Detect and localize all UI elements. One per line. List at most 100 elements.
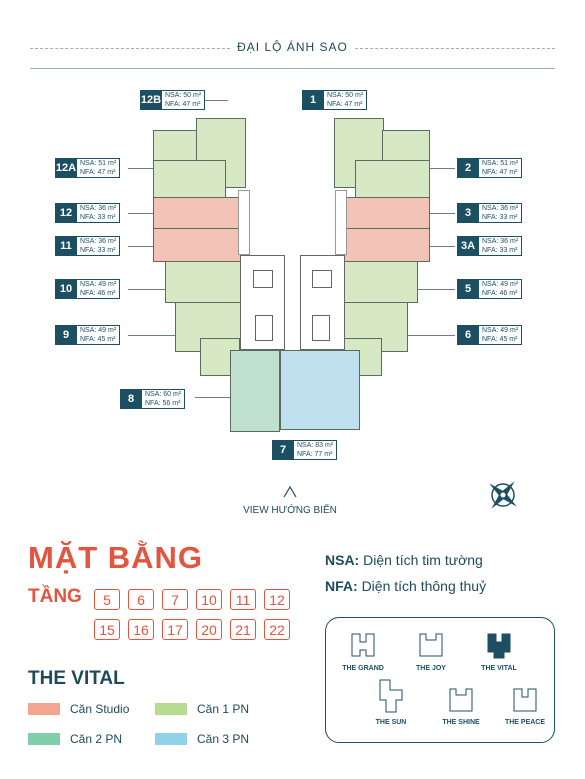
floor-badge[interactable]: 15 (94, 619, 120, 640)
unit-areas: NSA: 49 m² NFA: 45 m² (77, 325, 121, 345)
unit-number: 12B (140, 90, 162, 110)
unit-label-1[interactable]: 1 NSA: 50 m² NFA: 47 m² (302, 90, 368, 110)
street-dashed-line-left (30, 48, 230, 49)
unit-number: 9 (55, 325, 77, 345)
unit-nsa: NSA: 49 m² (80, 281, 117, 288)
legend-label: Căn 3 PN (197, 732, 250, 746)
leader-11 (128, 246, 153, 247)
building-the-peace-icon[interactable] (508, 683, 542, 717)
unit-nsa: NSA: 51 m² (80, 160, 117, 167)
street-label: ĐẠI LỘ ÁNH SAO (237, 40, 348, 54)
unit-number: 2 (457, 158, 479, 178)
unit-areas: NSA: 51 m² NFA: 47 m² (479, 158, 523, 178)
unit-label-2[interactable]: 2 NSA: 51 m² NFA: 47 m² (457, 158, 523, 178)
key-plan-label: THE JOY (416, 665, 446, 672)
elevator-right (312, 270, 332, 288)
floor-badge[interactable]: 16 (128, 619, 154, 640)
key-plan-label: THE SUN (375, 719, 407, 726)
building-the-grand-icon[interactable] (346, 628, 380, 662)
unit-number: 1 (302, 90, 324, 110)
key-plan-label: THE GRAND (342, 665, 384, 672)
unit-label-3[interactable]: 3 NSA: 36 m² NFA: 33 m² (457, 203, 523, 223)
definition-text: Diện tích thông thuỷ (361, 578, 487, 594)
leader-9 (128, 335, 175, 336)
unit-nsa: NSA: 36 m² (80, 205, 117, 212)
floor-badge[interactable]: 10 (196, 589, 222, 610)
unit-nsa: NSA: 36 m² (482, 205, 519, 212)
unit-nfa: NFA: 56 m² (145, 400, 181, 407)
legend-swatch-3pn (155, 733, 187, 745)
legend-label: Căn 2 PN (70, 732, 123, 746)
unit-nfa: NFA: 47 m² (327, 101, 363, 108)
unit-label-9[interactable]: 9 NSA: 49 m² NFA: 45 m² (55, 325, 121, 345)
unit-nfa: NFA: 33 m² (482, 214, 518, 221)
unit-nsa: NSA: 60 m² (145, 391, 182, 398)
unit-number: 3 (457, 203, 479, 223)
unit-11-area (153, 228, 241, 262)
unit-nsa: NSA: 36 m² (482, 238, 519, 245)
building-the-vital-icon[interactable] (482, 628, 516, 662)
view-arrow-icon (283, 485, 297, 498)
unit-10-area (165, 261, 241, 303)
unit-3-area (342, 197, 430, 229)
unit-nfa: NFA: 47 m² (165, 101, 201, 108)
unit-nfa: NFA: 77 m² (297, 451, 333, 458)
key-plan-label: THE SHINE (442, 719, 480, 726)
unit-nsa: NSA: 49 m² (80, 327, 117, 334)
unit-number: 3A (457, 236, 479, 256)
corridor-left (238, 190, 250, 255)
unit-nfa: NFA: 46 m² (80, 290, 116, 297)
unit-areas: NSA: 49 m² NFA: 46 m² (77, 279, 121, 299)
unit-nsa: NSA: 51 m² (482, 160, 519, 167)
building-the-shine-icon[interactable] (444, 683, 478, 717)
floor-badge[interactable]: 12 (264, 589, 290, 610)
floor-badge[interactable]: 21 (230, 619, 256, 640)
leader-8 (195, 397, 230, 398)
floor-badge[interactable]: 5 (94, 589, 120, 610)
unit-number: 12A (55, 158, 77, 178)
unit-nfa: NFA: 47 m² (482, 169, 518, 176)
unit-12a-area (153, 160, 226, 198)
unit-nsa: NSA: 36 m² (80, 238, 117, 245)
unit-areas: NSA: 50 m² NFA: 47 m² (324, 90, 368, 110)
unit-areas: NSA: 36 m² NFA: 33 m² (479, 203, 523, 223)
floor-badge[interactable]: 7 (162, 589, 188, 610)
building-name: THE VITAL (28, 668, 125, 689)
unit-number: 12 (55, 203, 77, 223)
unit-nsa: NSA: 50 m² (327, 92, 364, 99)
floor-badge[interactable]: 22 (264, 619, 290, 640)
key-plan-label: THE VITAL (481, 665, 517, 672)
leader-3a (430, 246, 455, 247)
unit-nfa: NFA: 45 m² (80, 336, 116, 343)
floor-badge[interactable]: 20 (196, 619, 222, 640)
legend-swatch-1pn (155, 703, 187, 715)
unit-nsa: NSA: 49 m² (482, 327, 519, 334)
building-the-joy-icon[interactable] (414, 628, 448, 662)
unit-areas: NSA: 60 m² NFA: 56 m² (142, 389, 186, 409)
unit-8-area (230, 350, 280, 432)
unit-nfa: NFA: 46 m² (482, 290, 518, 297)
key-plan: THE GRAND THE JOY THE VITAL THE SUN THE … (325, 617, 555, 743)
floor-badge[interactable]: 17 (162, 619, 188, 640)
leader-5 (418, 289, 455, 290)
elevator-left (253, 270, 273, 288)
building-the-sun-icon[interactable] (374, 676, 408, 716)
unit-5-area (342, 261, 418, 303)
floor-badge[interactable]: 11 (230, 589, 256, 610)
unit-number: 11 (55, 236, 77, 256)
floor-badge[interactable]: 6 (128, 589, 154, 610)
